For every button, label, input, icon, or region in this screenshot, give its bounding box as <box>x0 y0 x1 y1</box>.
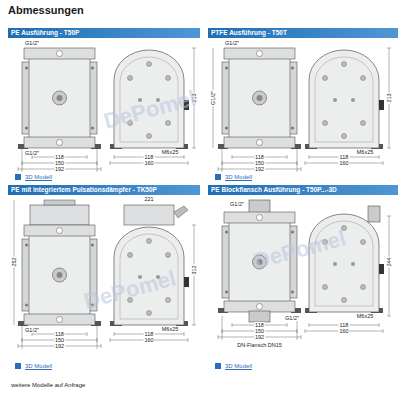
dimension-label: G1/2" <box>224 40 240 46</box>
page-title: Abmessungen <box>8 4 84 16</box>
model-link: 3D Modell <box>224 363 253 369</box>
dimension-label: 192 <box>54 166 65 172</box>
dimension-label: DN-Flansch DN15 <box>236 342 283 348</box>
dimension-label: 252 <box>11 256 17 267</box>
dimension-label: 160 <box>338 328 349 334</box>
model-link: 3D Modell <box>24 174 53 180</box>
pump-front-view <box>18 48 101 149</box>
dampener-side <box>124 205 174 225</box>
dimension-label: M6x25 <box>356 149 375 155</box>
section-heading: PE Ausführung - T50P <box>11 29 79 36</box>
section-heading: PTFE Ausführung - T50T <box>211 29 287 36</box>
section-band: PE mit integriertem Pulsationsdämpfer - … <box>8 185 200 195</box>
pump-side-view <box>305 50 384 149</box>
pump-front-view <box>218 48 301 149</box>
dimension-label: 244 <box>386 256 392 267</box>
dimension-label: M6x25 <box>356 313 375 319</box>
dimension-lines <box>218 316 301 340</box>
dimension-label: G1/2" <box>24 327 40 333</box>
dampener-fitting <box>174 206 188 218</box>
dimension-label: G1/2" <box>210 90 216 106</box>
dimension-lines <box>18 148 101 172</box>
model-link: 3D Modell <box>224 174 253 180</box>
drawing-stroke <box>15 174 21 180</box>
note-text: weitere Modelle auf Anfrage <box>10 382 86 388</box>
dimension-lines <box>218 148 301 172</box>
section-heading: PE mit integriertem Pulsationsdämpfer - … <box>11 186 157 193</box>
dampener-cap <box>44 200 75 205</box>
dimension-lines <box>305 48 391 165</box>
section-band: PE Blockflansch Ausführung - T50P...-3D <box>208 185 398 195</box>
dampener-front <box>30 205 89 225</box>
section-band: PE Ausführung - T50P <box>8 28 200 38</box>
dimension-label: 221 <box>143 196 154 202</box>
drawing-stroke <box>215 363 221 369</box>
dimension-label: 160 <box>338 160 349 166</box>
dimension-lines <box>18 325 101 349</box>
dimension-label: M6x25 <box>161 326 180 332</box>
dimension-label: G1/2" <box>229 201 245 207</box>
block-flange <box>249 311 270 322</box>
dimension-label: M6x25 <box>161 149 180 155</box>
dimension-label: 213 <box>386 92 392 103</box>
dimension-label: G1/2" <box>24 150 40 156</box>
dimension-label: 192 <box>54 343 65 349</box>
pump-side-view <box>305 214 384 313</box>
3d-icon <box>15 174 221 369</box>
section-heading: PE Blockflansch Ausführung - T50P...-3D <box>211 186 337 193</box>
dimension-label: 160 <box>143 337 154 343</box>
model-link: 3D Modell <box>24 363 53 369</box>
dimension-label: G1/2" <box>24 40 40 46</box>
section-band: PTFE Ausführung - T50T <box>208 28 398 38</box>
drawing-stroke <box>15 363 21 369</box>
dimension-label: 160 <box>143 160 154 166</box>
dimension-label: 312 <box>191 264 197 275</box>
block-flange <box>368 206 380 222</box>
dimension-label: 192 <box>254 334 265 340</box>
dimension-label: 192 <box>254 166 265 172</box>
drawing-stroke <box>215 174 221 180</box>
block-flange <box>249 200 270 213</box>
dimension-label: G1/2" <box>284 315 300 321</box>
